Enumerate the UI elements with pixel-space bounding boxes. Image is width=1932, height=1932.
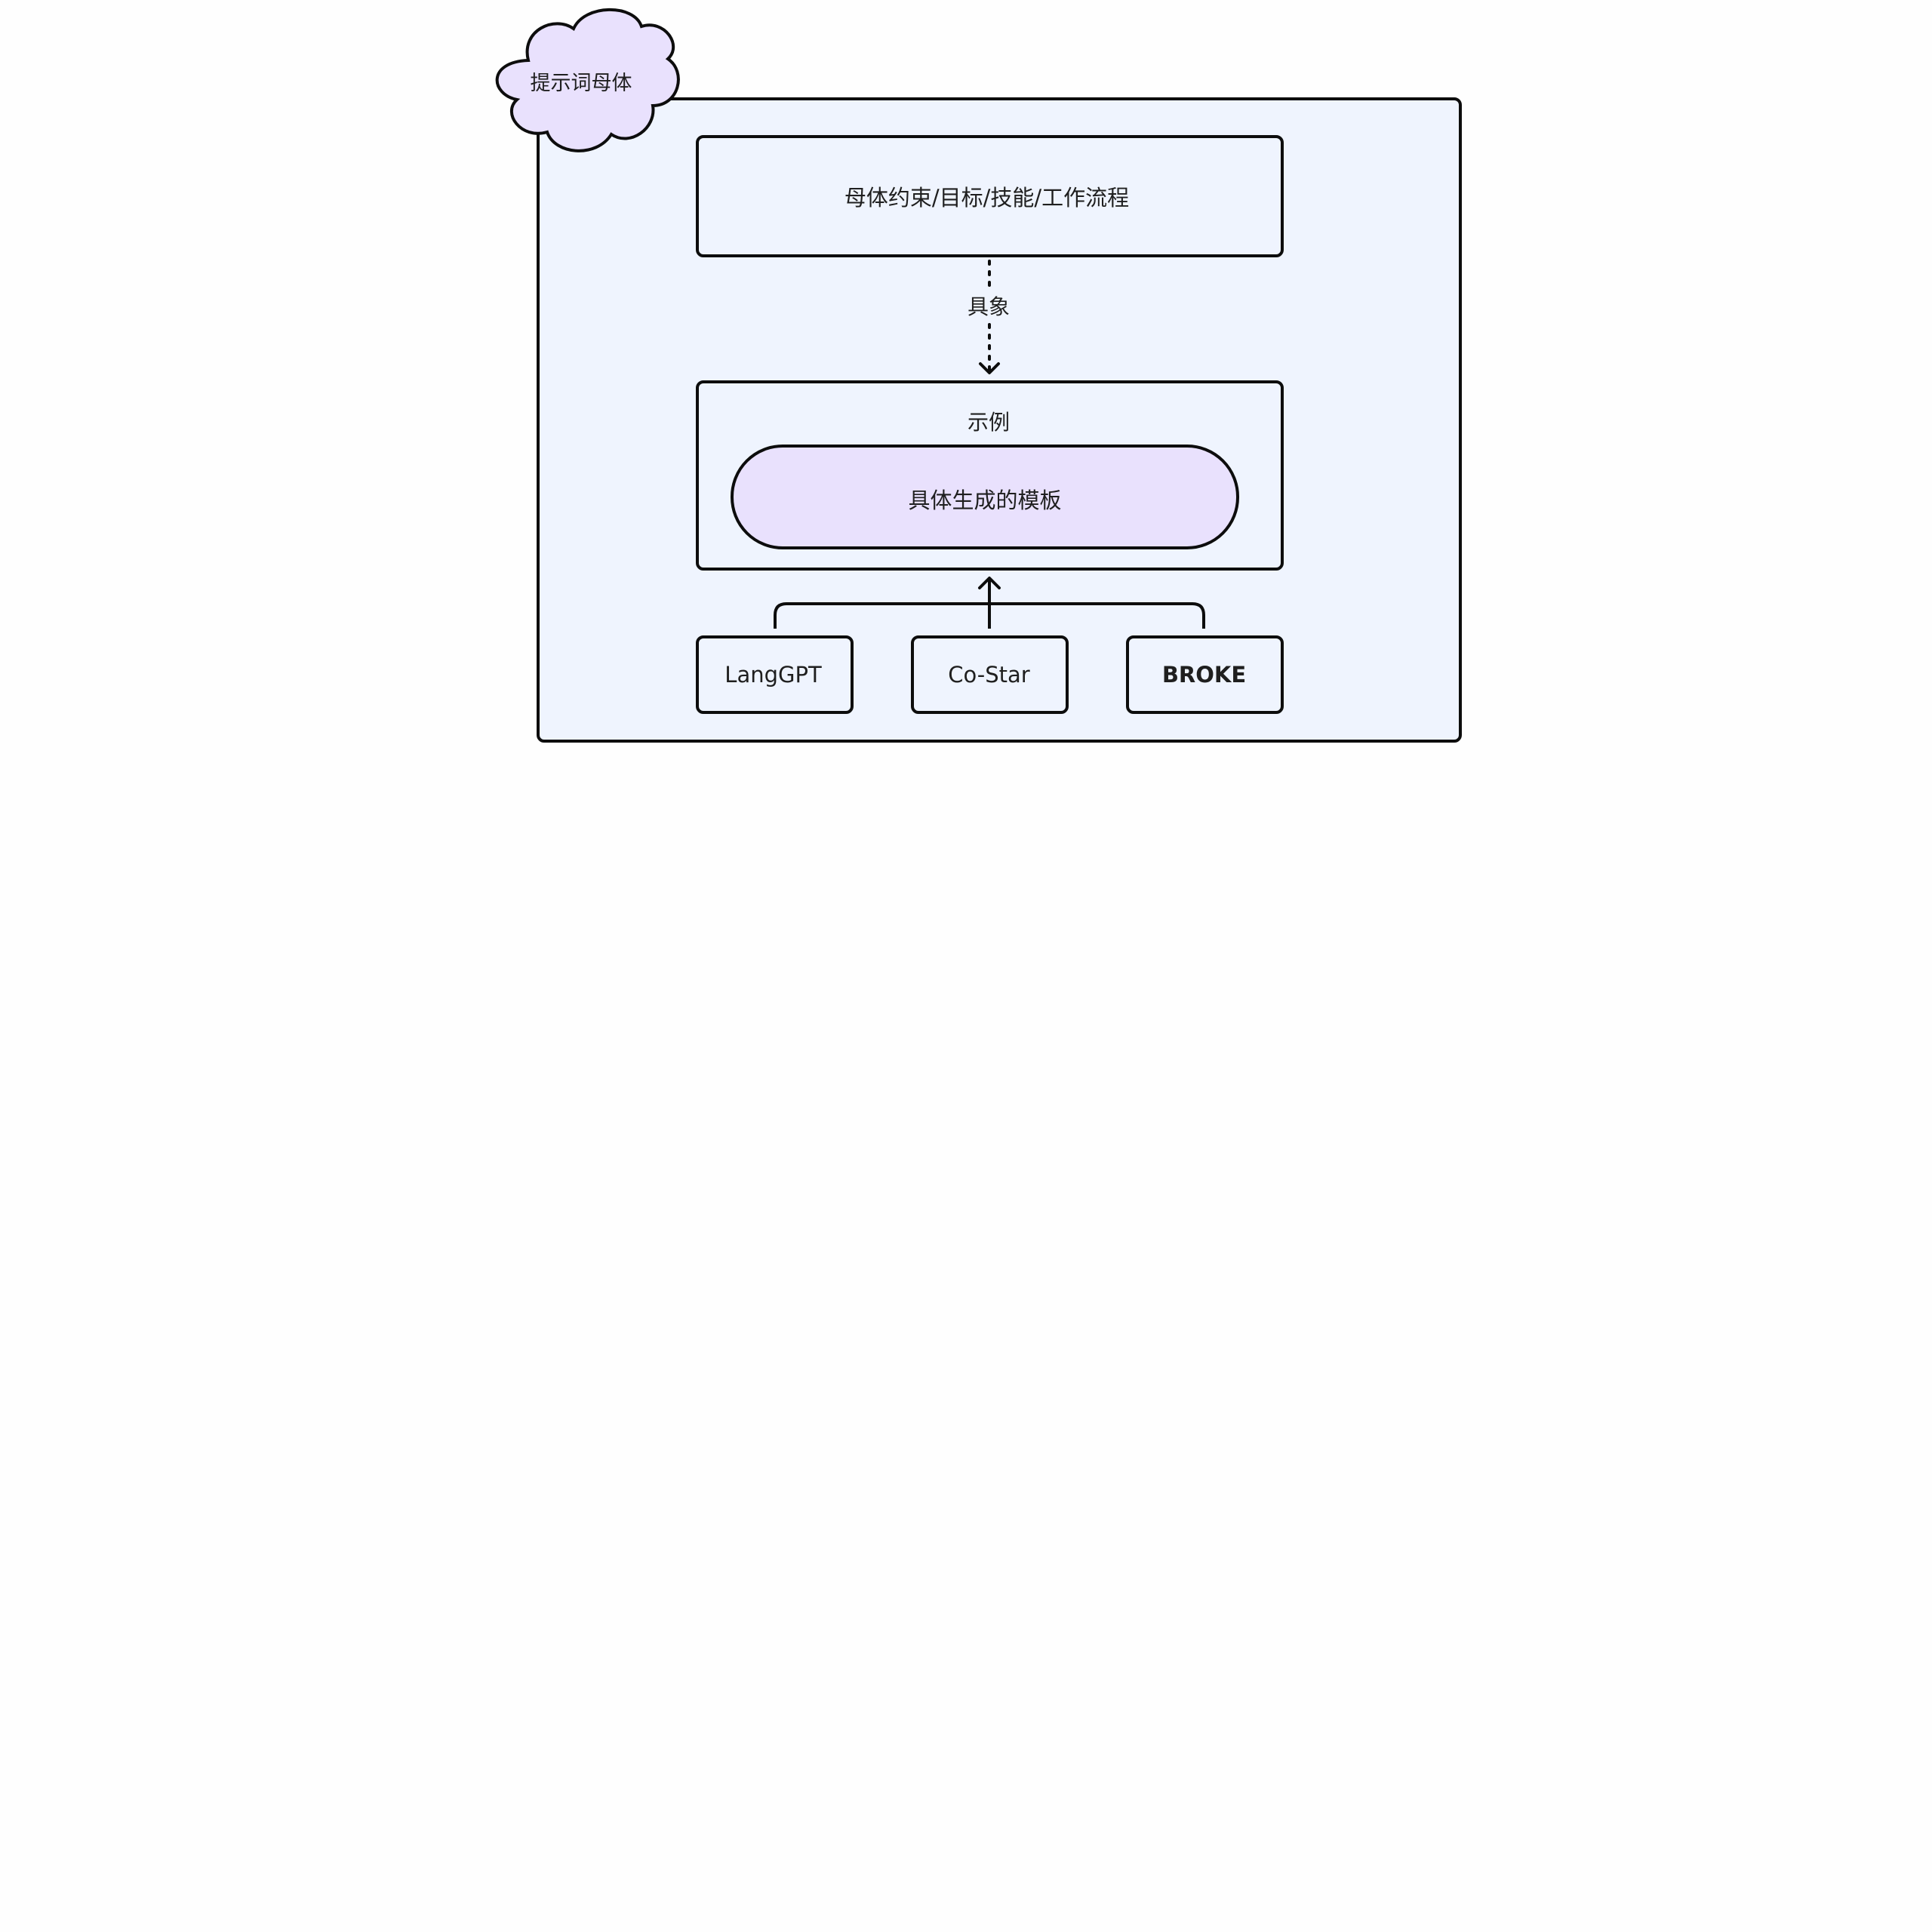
connector-label: 具象 — [947, 289, 1030, 322]
template-pill-label: 具体生成的模板 — [908, 488, 1062, 513]
constraint-box-label: 母体约束/目标/技能/工作流程 — [844, 185, 1130, 211]
dotted-arrow-head — [979, 362, 1000, 374]
example-box-label: 示例 — [967, 410, 1010, 435]
template-pill — [731, 445, 1239, 549]
cloud-shape — [495, 8, 680, 152]
up-arrow-head — [978, 577, 1001, 589]
cloud-label: 提示词母体 — [530, 71, 632, 95]
framework-label-costar: Co-Star — [948, 662, 1030, 688]
framework-box-broke — [1126, 635, 1284, 714]
framework-box-costar — [911, 635, 1069, 714]
framework-label-broke: BROKE — [1161, 662, 1247, 688]
constraint-box — [696, 135, 1284, 257]
framework-box-langgpt — [696, 635, 854, 714]
framework-label-langgpt: LangGPT — [724, 662, 822, 688]
